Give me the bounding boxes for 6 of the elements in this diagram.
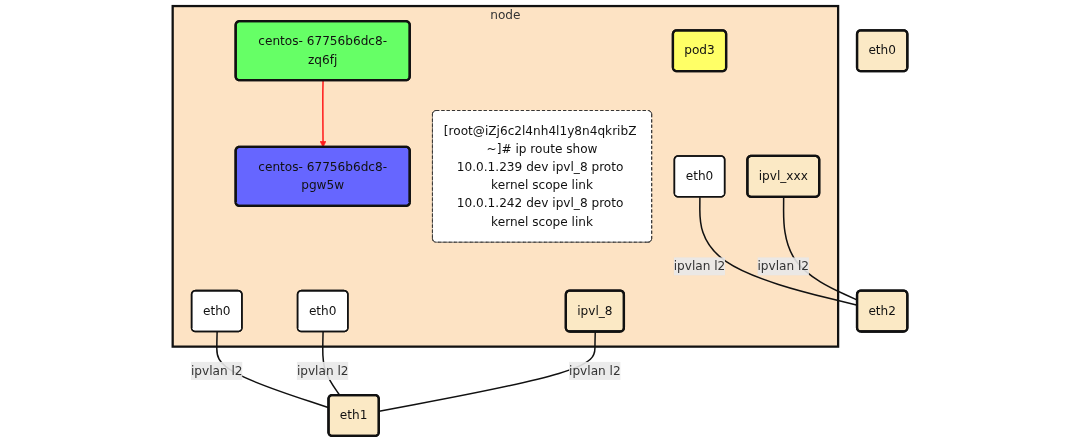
edge-label: ipvlan l2: [673, 258, 726, 274]
edge-label: ipvlan l2: [296, 363, 349, 378]
edge-label: ipvlan l2: [757, 258, 810, 274]
connector: [378, 331, 596, 412]
edge-label: ipvlan l2: [190, 363, 243, 378]
edge-label: ipvlan l2: [569, 363, 621, 378]
